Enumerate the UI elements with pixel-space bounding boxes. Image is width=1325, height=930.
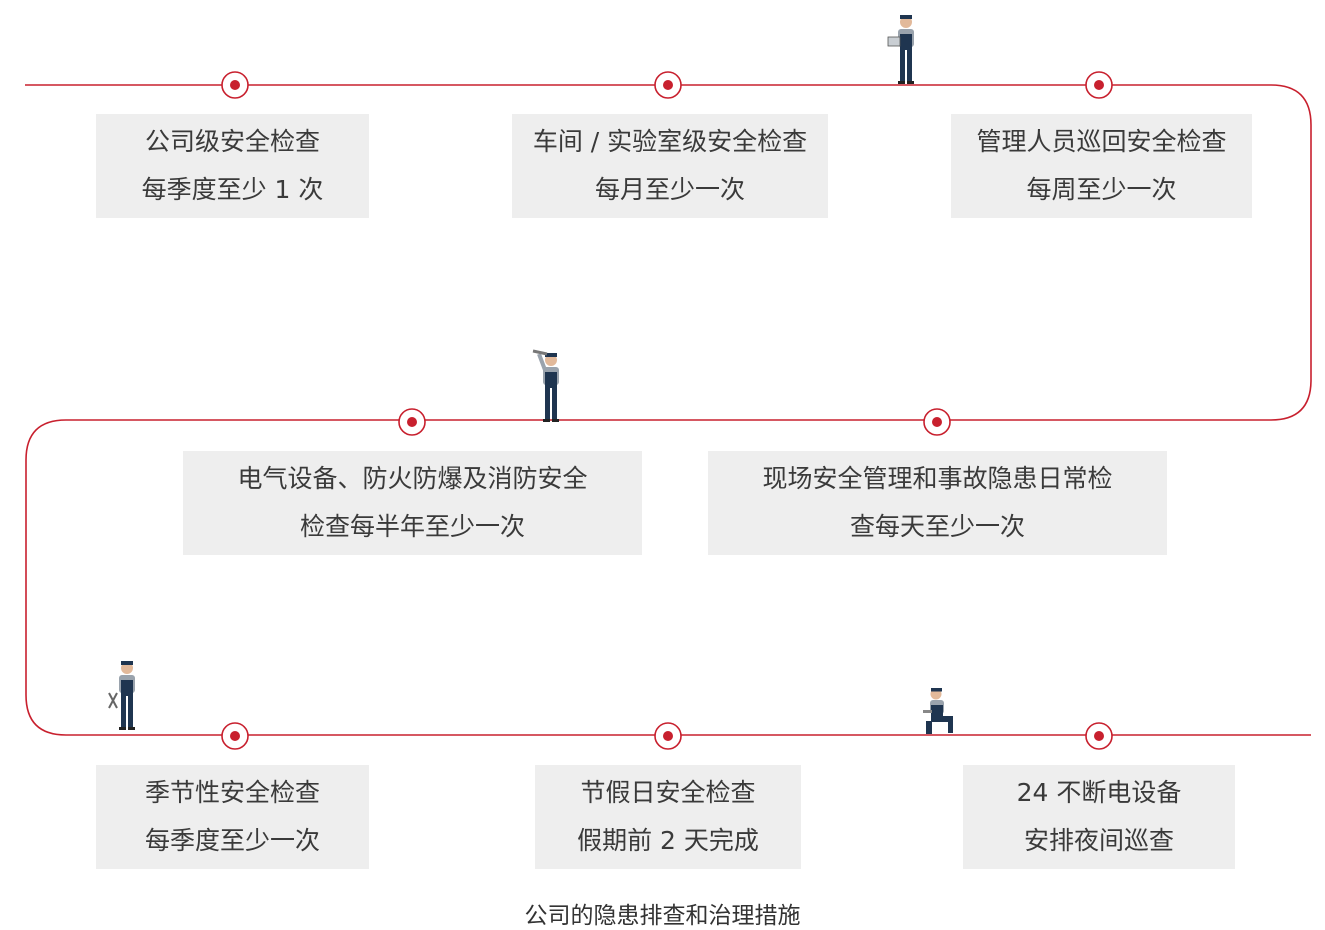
step-box-daily-site: 现场安全管理和事故隐患日常检 查每天至少一次 [708,451,1167,555]
timeline-marker-icon [1085,722,1113,750]
timeline-marker-icon [1085,71,1113,99]
step-text: 车间 / 实验室级安全检查 [532,127,808,156]
step-box-manager-patrol: 管理人员巡回安全检查 每周至少一次 [951,114,1252,218]
step-frequency: 每月至少一次 [594,175,745,204]
worker-with-wrench-raised-icon [532,349,559,422]
step-frequency: 检查每半年至少一次 [299,512,525,541]
step-text: 24 不断电设备 [1016,778,1182,807]
worker-kneeling-icon [923,688,953,734]
timeline-marker-icon [654,71,682,99]
step-box-workshop: 车间 / 实验室级安全检查 每月至少一次 [512,114,828,218]
step-box-holiday: 节假日安全检查 假期前 2 天完成 [535,765,801,869]
step-box-company: 公司级安全检查 每季度至少 1 次 [96,114,369,218]
diagram-caption: 公司的隐患排查和治理措施 [524,903,801,929]
step-text: 公司级安全检查 [144,127,320,156]
timeline-marker-icon [398,408,426,436]
worker-with-laptop-icon [887,15,914,84]
timeline-path [25,84,1312,736]
step-text: 现场安全管理和事故隐患日常检 [762,464,1113,493]
step-box-night-patrol: 24 不断电设备 安排夜间巡查 [963,765,1235,869]
worker-with-tools-standing-icon [108,661,135,730]
timeline-marker-icon [221,722,249,750]
step-frequency: 每周至少一次 [1026,175,1177,204]
step-text: 季节性安全检查 [144,778,320,807]
step-frequency: 每季度至少一次 [144,826,320,855]
step-frequency: 安排夜间巡查 [1023,826,1174,855]
step-box-seasonal: 季节性安全检查 每季度至少一次 [96,765,369,869]
step-frequency: 查每天至少一次 [849,512,1025,541]
timeline-marker-icon [221,71,249,99]
step-box-electrical-fire: 电气设备、防火防爆及消防安全 检查每半年至少一次 [183,451,642,555]
step-frequency: 每季度至少 1 次 [141,175,324,204]
step-text: 节假日安全检查 [580,778,756,807]
timeline-marker-icon [923,408,951,436]
timeline-marker-icon [654,722,682,750]
step-text: 管理人员巡回安全检查 [976,127,1227,156]
step-text: 电气设备、防火防爆及消防安全 [237,464,588,493]
step-frequency: 假期前 2 天完成 [577,826,759,855]
